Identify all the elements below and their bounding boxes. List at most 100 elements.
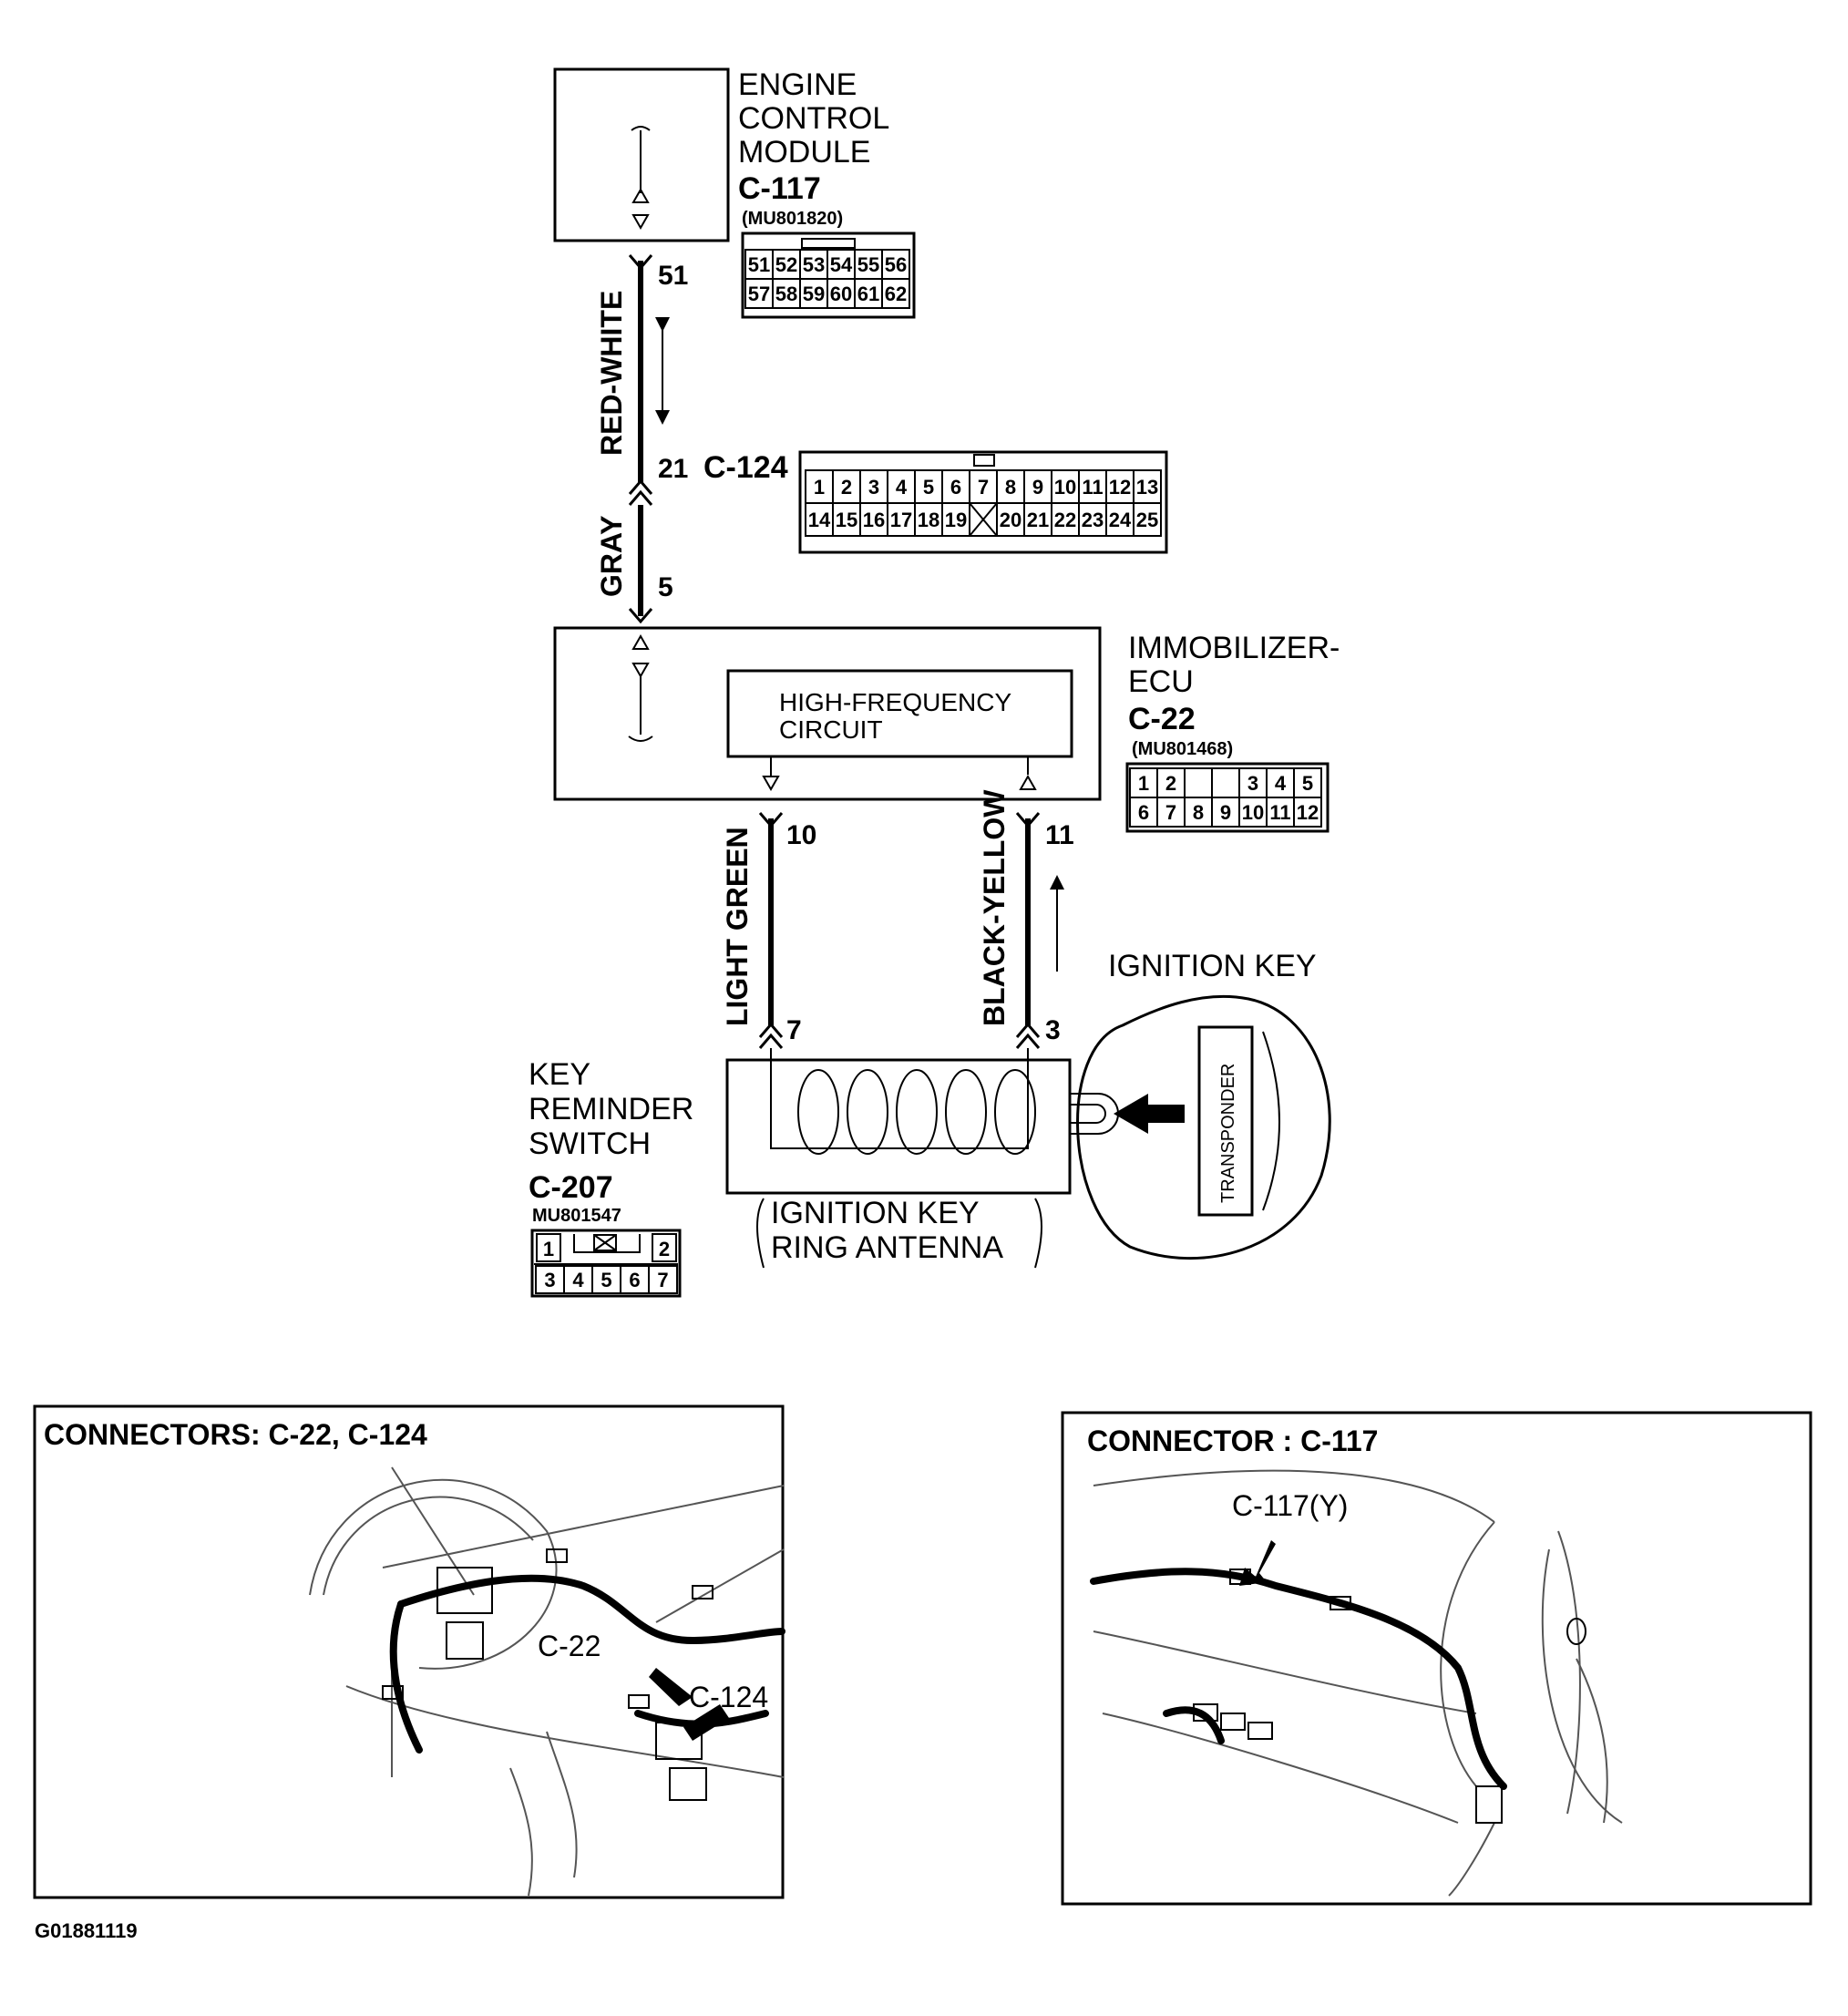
ecm-name-line-1: ENGINE bbox=[738, 67, 857, 102]
c207-pin-2: 2 bbox=[659, 1238, 670, 1260]
ecm-pin-60: 60 bbox=[830, 283, 852, 305]
c207-pin-6: 6 bbox=[629, 1269, 640, 1291]
switch-name-line-2: REMINDER bbox=[529, 1092, 693, 1126]
c22-pin-10: 10 bbox=[1242, 801, 1264, 824]
c124-pin-20: 20 bbox=[1000, 509, 1022, 531]
callout-c117: C-117(Y) bbox=[1232, 1489, 1348, 1522]
hf-circuit-line-1: HIGH-FREQUENCY bbox=[779, 688, 1011, 716]
c124-pin-2: 2 bbox=[841, 476, 852, 499]
c124-pin-25: 25 bbox=[1136, 509, 1158, 531]
pin-5: 5 bbox=[658, 572, 673, 602]
immobilizer-ecu: HIGH-FREQUENCY CIRCUIT IMMOBILIZER- ECU … bbox=[553, 626, 1340, 801]
c124-pin-11: 11 bbox=[1082, 476, 1103, 499]
antenna-name-line-1: IGNITION KEY bbox=[771, 1196, 980, 1230]
c207-pin-4: 4 bbox=[572, 1269, 584, 1291]
switch-connector-id: C-207 bbox=[529, 1170, 613, 1205]
immo-connector-id: C-22 bbox=[1128, 702, 1196, 736]
pin-10: 10 bbox=[786, 820, 816, 850]
pin-51: 51 bbox=[658, 261, 688, 291]
ecm-pin-51: 51 bbox=[748, 253, 770, 276]
c207-pin-3: 3 bbox=[544, 1269, 555, 1291]
panel-connector-c117: CONNECTOR : C-117 C-117(Y) bbox=[1061, 1411, 1812, 1906]
c124-pin-18: 18 bbox=[918, 509, 939, 531]
c124-connector-id: C-124 bbox=[703, 450, 788, 485]
c207-pin-5: 5 bbox=[601, 1269, 611, 1291]
transponder-label: TRANSPONDER bbox=[1218, 1064, 1238, 1203]
antenna-name-line-2: RING ANTENNA bbox=[771, 1230, 1003, 1265]
pin-3: 3 bbox=[1045, 1015, 1061, 1045]
ecm-pin-58: 58 bbox=[775, 283, 797, 305]
wire-color-black-yellow: BLACK-YELLOW bbox=[978, 789, 1011, 1026]
c124-pin-12: 12 bbox=[1109, 476, 1131, 499]
ecm-pin-54: 54 bbox=[830, 253, 853, 276]
c22-pin-7: 7 bbox=[1165, 801, 1176, 824]
c124-pin-7: 7 bbox=[978, 476, 989, 499]
c124-pin-21: 21 bbox=[1027, 509, 1049, 531]
c22-pin-11: 11 bbox=[1269, 801, 1290, 824]
ecm-pin-53: 53 bbox=[803, 253, 825, 276]
c207-pin-1: 1 bbox=[543, 1238, 554, 1260]
c207-pin-7: 7 bbox=[657, 1269, 668, 1291]
c124-pin-5: 5 bbox=[923, 476, 934, 499]
ecm-pin-56: 56 bbox=[885, 253, 907, 276]
callout-c22: C-22 bbox=[538, 1630, 601, 1662]
wire-gray: GRAY 5 bbox=[595, 505, 673, 624]
c22-pin-12: 12 bbox=[1297, 801, 1319, 824]
ecm-pin-52: 52 bbox=[775, 253, 797, 276]
c124-pin-14: 14 bbox=[808, 509, 831, 531]
wire-color-light-green: LIGHT GREEN bbox=[721, 827, 754, 1026]
c22-pin-2: 2 bbox=[1165, 772, 1176, 795]
c124-pin-24: 24 bbox=[1109, 509, 1132, 531]
switch-name-line-1: KEY bbox=[529, 1057, 590, 1092]
key-reminder-switch: KEY REMINDER SWITCH C-207 MU801547 bbox=[529, 1048, 1119, 1226]
ring-antenna-label: IGNITION KEY RING ANTENNA bbox=[756, 1196, 1042, 1269]
ecm-pin-62: 62 bbox=[885, 283, 907, 305]
wire-light-green: LIGHT GREEN 10 7 bbox=[721, 812, 816, 1049]
ecm-name-line-2: CONTROL bbox=[738, 101, 889, 136]
figure-id: G01881119 bbox=[35, 1919, 138, 1942]
ignition-key: IGNITION KEY TRANSPONDER bbox=[1076, 949, 1331, 1260]
c22-cell bbox=[1184, 767, 1213, 798]
ecm-name-line-3: MODULE bbox=[738, 135, 870, 170]
pin-21: 21 bbox=[658, 454, 688, 484]
c22-pin-1: 1 bbox=[1138, 772, 1149, 795]
wire-color-gray: GRAY bbox=[595, 515, 628, 597]
c22-pin-6: 6 bbox=[1138, 801, 1149, 824]
ecm-pin-55: 55 bbox=[857, 253, 879, 276]
c22-cell bbox=[1211, 767, 1240, 798]
c124-pin-8: 8 bbox=[1005, 476, 1016, 499]
wire-color-red-white: RED-WHITE bbox=[595, 291, 628, 456]
c124-cell bbox=[1133, 502, 1162, 537]
immo-name-line-1: IMMOBILIZER- bbox=[1128, 631, 1340, 665]
hf-circuit-line-2: CIRCUIT bbox=[779, 715, 883, 744]
callout-c124: C-124 bbox=[689, 1681, 768, 1713]
ignition-key-label: IGNITION KEY bbox=[1108, 949, 1317, 983]
wire-black-yellow: BLACK-YELLOW 11 3 bbox=[978, 789, 1074, 1049]
pin-7: 7 bbox=[786, 1015, 802, 1045]
ecm-part-number: (MU801820) bbox=[742, 209, 843, 229]
c124-pin-16: 16 bbox=[863, 509, 885, 531]
switch-name-line-3: SWITCH bbox=[529, 1126, 651, 1161]
c124-pin-23: 23 bbox=[1082, 509, 1104, 531]
ecm-pin-61: 61 bbox=[857, 283, 879, 305]
insertion-arrow bbox=[1114, 1094, 1185, 1134]
c22-pin-4: 4 bbox=[1275, 772, 1287, 795]
ecm-pin-57: 57 bbox=[748, 283, 770, 305]
c22-cell bbox=[1293, 797, 1322, 828]
ecm-cell bbox=[881, 278, 910, 309]
immo-name-line-2: ECU bbox=[1128, 664, 1194, 699]
engine-control-module: ENGINE CONTROL MODULE C-117 (MU801820) bbox=[553, 67, 889, 242]
c124-pin-10: 10 bbox=[1054, 476, 1076, 499]
c207-cell bbox=[648, 1265, 678, 1294]
panel-connectors-c22-c124: CONNECTORS: C-22, C-124 C-22 C-124 bbox=[33, 1404, 785, 1899]
c124-blank-cross bbox=[969, 502, 998, 537]
c124-pin-17: 17 bbox=[890, 509, 912, 531]
c124-pin-13: 13 bbox=[1136, 476, 1158, 499]
panel-right-title: CONNECTOR : C-117 bbox=[1087, 1425, 1378, 1457]
c124-pin-9: 9 bbox=[1032, 476, 1043, 499]
wire-red-white: RED-WHITE 51 21 bbox=[595, 254, 688, 506]
